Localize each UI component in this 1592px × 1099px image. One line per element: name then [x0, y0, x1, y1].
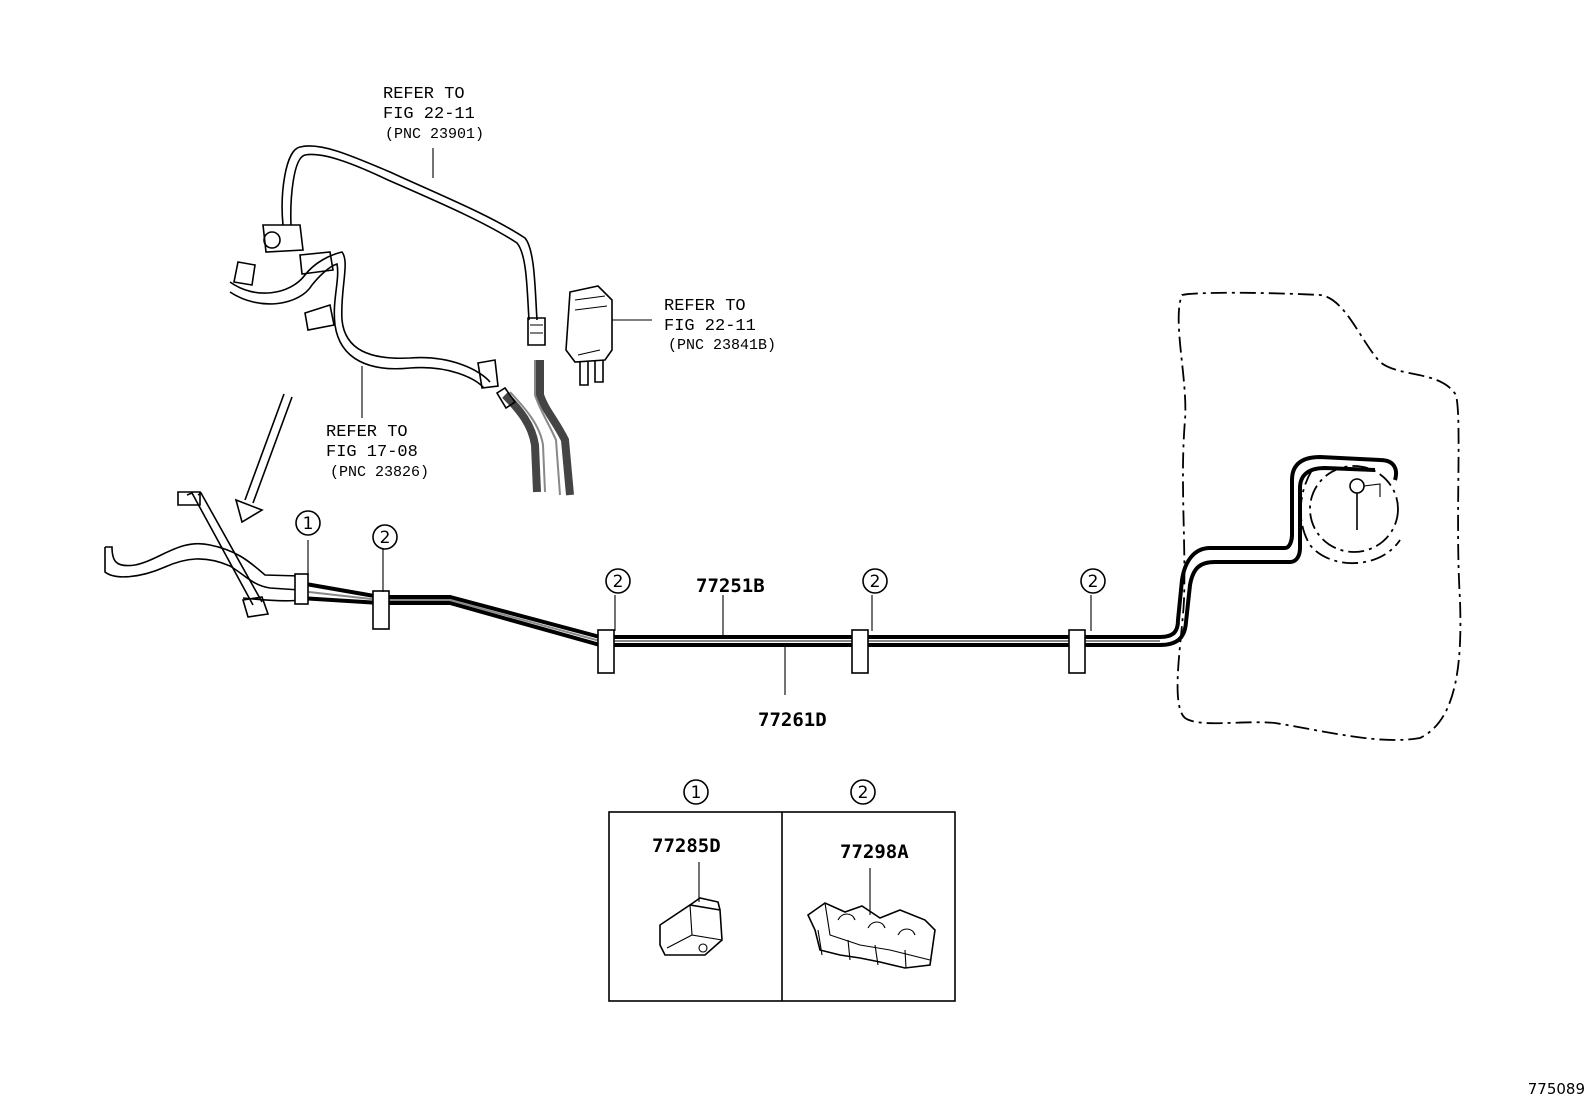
svg-text:2: 2 [380, 528, 391, 548]
part-number-77261d: 77261D [758, 709, 827, 731]
svg-text:FIG 17-08: FIG 17-08 [326, 443, 418, 462]
callout-2-tube-b: 2 [605, 568, 631, 594]
callout-2-tube-a: 2 [372, 524, 398, 550]
svg-text:REFER TO: REFER TO [664, 297, 746, 316]
clamp-77285d-drawing [659, 862, 723, 956]
main-tube-run [299, 454, 1399, 647]
svg-text:FIG 22-11: FIG 22-11 [383, 105, 475, 124]
refer-to-23901: REFER TO FIG 22-11 (PNC 23901) [383, 85, 484, 143]
svg-text:2: 2 [613, 572, 624, 592]
clamp-detail-table: 1 2 77285D 77298A [608, 779, 956, 1002]
svg-text:(PNC 23901): (PNC 23901) [385, 126, 484, 143]
part-number-77251b: 77251B [696, 575, 765, 597]
part-number-77298a: 77298A [840, 841, 909, 863]
direction-arrow [234, 393, 293, 524]
svg-text:(PNC 23841B): (PNC 23841B) [668, 337, 776, 354]
part-number-77285d: 77285D [652, 835, 721, 857]
vertical-tubes [495, 360, 574, 496]
tube-clamps [294, 573, 1086, 674]
svg-text:REFER TO: REFER TO [383, 85, 465, 104]
refer-to-23826: REFER TO FIG 17-08 (PNC 23826) [326, 423, 429, 481]
part-leaders [307, 540, 1092, 695]
svg-text:FIG 22-11: FIG 22-11 [664, 317, 756, 336]
clamp-77298a-drawing [806, 868, 936, 969]
svg-text:REFER TO: REFER TO [326, 423, 408, 442]
svg-text:2: 2 [858, 783, 869, 803]
leader-lines [361, 148, 434, 418]
filler-neck-area [104, 491, 301, 618]
fuel-tank-outline [1176, 291, 1462, 741]
refer-to-23841b: REFER TO FIG 22-11 (PNC 23841B) [664, 297, 776, 354]
callout-2-tube-d: 2 [1080, 568, 1106, 594]
callout-1-tube: 1 [295, 510, 321, 536]
callout-2-detail: 2 [850, 779, 876, 805]
upper-hose-assembly [229, 145, 546, 389]
figure-id: 775089 [1528, 1080, 1585, 1098]
svg-text:2: 2 [870, 572, 881, 592]
canister [565, 285, 652, 386]
svg-text:1: 1 [691, 783, 702, 803]
svg-text:2: 2 [1088, 572, 1099, 592]
callout-2-tube-c: 2 [862, 568, 888, 594]
callout-1-detail: 1 [683, 779, 709, 805]
svg-text:1: 1 [303, 514, 314, 534]
svg-text:(PNC 23826): (PNC 23826) [330, 464, 429, 481]
